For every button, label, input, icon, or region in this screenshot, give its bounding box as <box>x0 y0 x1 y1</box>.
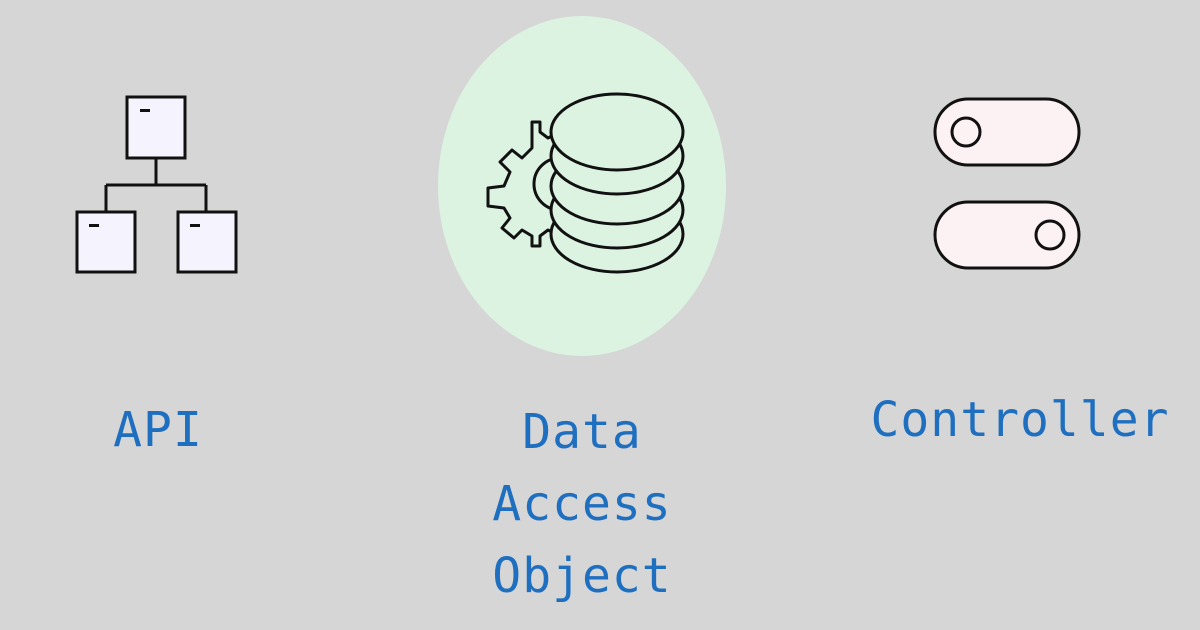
controller-label-line: Controller <box>870 392 1170 448</box>
tree-right-node <box>176 210 238 274</box>
dao-label: Data Access Object <box>432 396 732 612</box>
dao-label-line-2: Access <box>492 476 672 532</box>
tree-top-node <box>125 95 187 160</box>
tree-left-node <box>75 210 137 274</box>
api-label: API <box>58 394 258 466</box>
database-stack-icon <box>549 92 685 274</box>
toggle-switches-icon <box>933 97 1081 270</box>
dao-label-line-1: Data <box>522 404 642 460</box>
gear-icon <box>486 120 562 248</box>
database-gear-icon <box>486 92 685 274</box>
api-label-line: API <box>113 402 203 458</box>
toggle-on-icon <box>933 200 1081 270</box>
controller-label: Controller <box>860 384 1180 456</box>
dao-label-line-3: Object <box>492 548 672 604</box>
toggle-off-icon <box>933 97 1081 167</box>
hierarchy-tree-icon <box>75 95 238 274</box>
